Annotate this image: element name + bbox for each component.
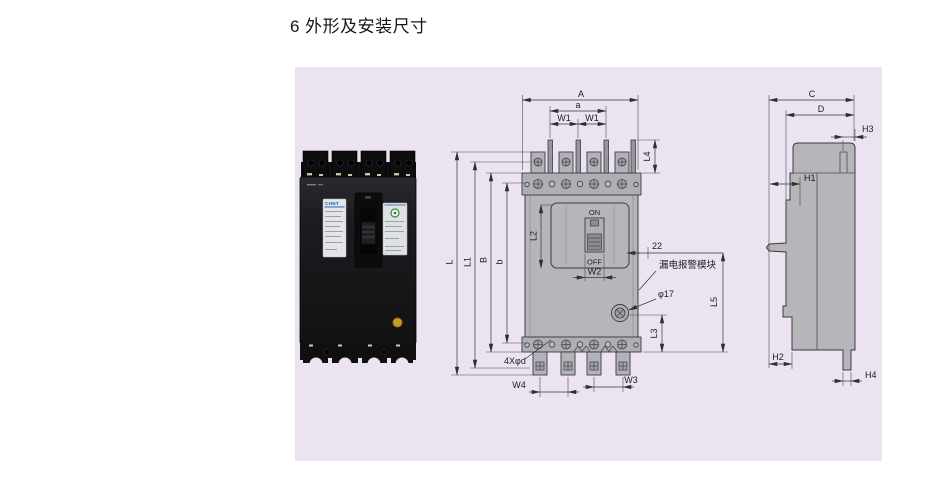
dim-label-L1: L1 — [463, 257, 473, 267]
dim-label-H4: H4 — [865, 370, 877, 380]
dim-label-L4: L4 — [642, 151, 652, 161]
photo-cert-label — [382, 202, 408, 256]
photo-spec-label: CHNT — [322, 198, 347, 258]
phi17-button — [611, 304, 629, 322]
side-view: C D H3 H1 H2 H4 — [765, 89, 877, 386]
plate-screws — [533, 157, 627, 167]
dim-label-L2: L2 — [529, 231, 539, 241]
dim-label-H2: H2 — [772, 352, 784, 362]
dim-label-L: L — [445, 259, 455, 264]
dim-label-A: A — [578, 89, 584, 99]
dim-label-W1-left: W1 — [557, 113, 571, 123]
leakage-module-label: 漏电报警模块 — [659, 259, 717, 271]
dim-label-C: C — [809, 89, 816, 99]
section-title: 6 外形及安装尺寸 — [290, 17, 428, 36]
photo-test-button — [392, 317, 403, 328]
switch-on-label: ON — [589, 208, 600, 217]
front-view-outline: ON OFF — [521, 139, 642, 376]
side-view-outline — [765, 142, 856, 371]
top-strip-screws — [524, 179, 639, 189]
dim-label-W2: W2 — [588, 267, 602, 277]
mount-holes-label: 4Xφd — [504, 356, 526, 366]
technical-drawing: ON OFF — [445, 89, 877, 397]
bottom-tabs — [532, 351, 631, 376]
photo-toggle-switch — [354, 192, 383, 268]
dim-label-L5: L5 — [709, 297, 719, 307]
switch-off-label: OFF — [587, 258, 602, 267]
dim-label-D: D — [818, 104, 825, 114]
side-dims: C D H3 H1 H2 H4 — [768, 89, 877, 386]
dim-label-L3: L3 — [649, 328, 659, 338]
photo-top-terminals — [301, 150, 416, 179]
bottom-strip-screws — [524, 339, 639, 350]
dim-label-W3: W3 — [624, 375, 638, 385]
dim-label-W1-right: W1 — [585, 113, 599, 123]
front-dims-bottom: 4Xφd W4 W3 — [504, 339, 638, 397]
front-dims-top: A a W1 W1 L4 — [521, 89, 660, 174]
dim-label-H3: H3 — [862, 124, 874, 134]
dim-label-b: b — [495, 259, 505, 264]
dim-label-a: a — [575, 100, 580, 110]
front-dims-inner: L2 W2 — [529, 204, 616, 281]
hole-dia-label: φ17 — [658, 289, 674, 299]
front-dims-right: 22 漏电报警模块 φ17 L3 L5 — [626, 241, 728, 353]
dim-label-W4: W4 — [512, 380, 526, 390]
photo-bottom-terminals — [299, 343, 418, 371]
front-dims-left: L L1 B b — [445, 151, 533, 376]
product-photo: CHNT — [299, 150, 418, 371]
brand-logo: CHNT — [325, 201, 339, 206]
dim-label-22: 22 — [652, 241, 662, 251]
dim-label-B: B — [479, 257, 489, 263]
dim-label-H1: H1 — [804, 173, 816, 183]
front-view: ON OFF — [445, 89, 728, 397]
